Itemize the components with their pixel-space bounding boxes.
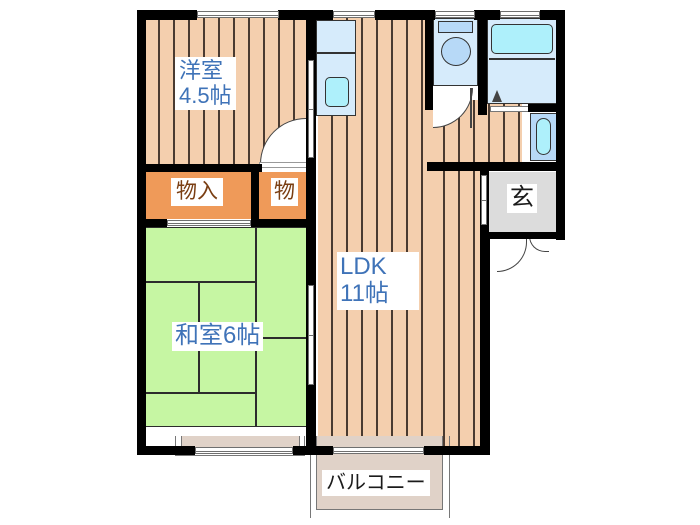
bathtub-edge xyxy=(489,58,555,60)
tatami-mat xyxy=(145,393,256,427)
window-kitchen xyxy=(333,11,375,18)
toilet-bowl-icon xyxy=(441,37,471,66)
storage-small-name: 物 xyxy=(274,180,295,203)
wall-right-lower xyxy=(480,232,490,455)
wall-right-upper xyxy=(556,10,565,240)
wall-western-bottom xyxy=(137,164,262,172)
western-room-label: 洋室 4.5帖 xyxy=(175,57,236,111)
bathtub-icon xyxy=(491,24,553,54)
wall-closet-divider xyxy=(251,164,259,227)
hallway-floor xyxy=(430,100,522,162)
entrance-door[interactable] xyxy=(497,236,527,272)
wall-top xyxy=(375,10,435,20)
wall-closet-bottom xyxy=(137,219,167,227)
sink-icon xyxy=(325,77,349,107)
window-ldk-balcony[interactable] xyxy=(333,447,424,454)
entrance-label: 玄 xyxy=(507,184,537,213)
sliding-door-closet[interactable] xyxy=(167,220,251,226)
window-western-room xyxy=(197,11,279,18)
wall-bottom-mid xyxy=(293,446,333,455)
wall-closet-bottom xyxy=(251,219,308,227)
storage-small-label: 物 xyxy=(271,178,298,206)
sliding-door-western-ldk[interactable] xyxy=(308,60,314,158)
balcony-outline-right xyxy=(310,436,450,518)
entrance-side-window xyxy=(481,175,487,225)
toilet-tank-icon xyxy=(438,21,473,33)
storage-large-label: 物入 xyxy=(171,178,223,206)
western-room-door-strip xyxy=(259,162,308,168)
balcony-name: バルコニー xyxy=(326,472,426,494)
wall-entrance-top xyxy=(427,162,565,171)
wash-basin-icon xyxy=(492,90,502,102)
wall-bottom-right xyxy=(424,446,490,455)
wall-bottom-left xyxy=(137,446,195,455)
ldk-name: LDK xyxy=(340,253,387,280)
western-room-size: 4.5帖 xyxy=(179,82,232,108)
wall-western-ldk xyxy=(306,10,316,446)
tatami-mat xyxy=(256,227,308,338)
window-toilet xyxy=(435,11,475,18)
storage-large-name: 物入 xyxy=(176,180,218,203)
japanese-room-label: 和室6帖 xyxy=(172,322,264,351)
ldk-label: LDK 11帖 xyxy=(337,252,419,310)
wall-washroom-bottom xyxy=(528,104,565,112)
wall-top xyxy=(278,10,333,20)
window-japanese-room[interactable] xyxy=(195,447,293,454)
window-bathroom xyxy=(500,11,540,18)
tatami-mat xyxy=(256,338,308,427)
wall-top-right xyxy=(540,10,565,20)
wall-top xyxy=(474,10,500,20)
ldk-floor-lower-right xyxy=(430,170,480,446)
wall-toilet-left xyxy=(425,10,433,110)
wall-left xyxy=(137,10,146,455)
tatami-mat xyxy=(145,227,256,282)
entrance-name: 玄 xyxy=(510,184,534,211)
ldk-size: 11帖 xyxy=(340,279,389,307)
japanese-room-name: 和室6帖 xyxy=(175,322,261,349)
wall-toilet-right xyxy=(478,10,487,115)
washing-machine-icon xyxy=(536,118,551,155)
wall-entrance-bottom xyxy=(480,232,565,239)
counter-divider xyxy=(316,52,356,54)
sliding-door-japanese-ldk[interactable] xyxy=(308,285,314,385)
toilet-door-leaf xyxy=(470,88,472,128)
western-room-name: 洋室 xyxy=(179,58,224,83)
balcony-label: バルコニー xyxy=(322,470,430,497)
wall-top-left xyxy=(137,10,197,20)
washroom-door-strip xyxy=(490,106,530,112)
